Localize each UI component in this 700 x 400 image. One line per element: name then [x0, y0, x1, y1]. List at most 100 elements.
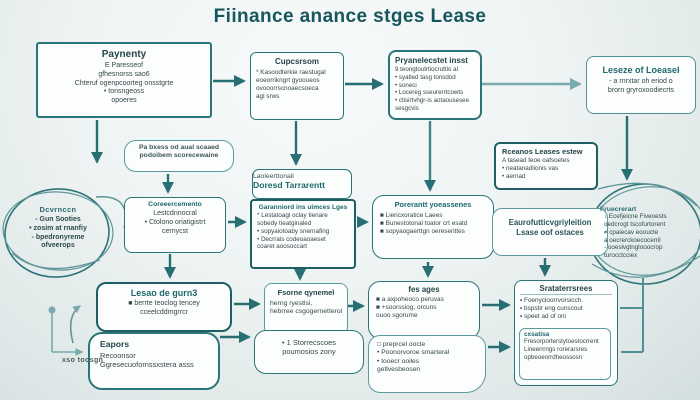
text-line: gfhesnorss sao6: [98, 70, 150, 78]
node-title: cxsatisa: [524, 331, 550, 338]
text-line: Recoonsor: [100, 351, 136, 360]
text-line: hebrree csgogernetterol: [270, 308, 343, 316]
text-line: herng ryestlsi,: [270, 300, 313, 307]
node-lines: - Gun Sooties• zosim at rnanfiy- bpedron…: [14, 216, 102, 251]
text-line: 9 teongtoutrtiocruttio al: [395, 66, 458, 73]
node-commencement: Coreeercemento Lestcdnnocral• Ctolono or…: [124, 197, 226, 253]
text-line: turocctcciex: [604, 252, 638, 260]
text-line: • Locereg sseurerrtcowts: [395, 89, 464, 97]
text-line: - ooeslvgtnglooocrop: [604, 244, 663, 252]
text-line: oedcrogt tscofurtorent: [604, 220, 666, 228]
text-line: a oecrerckoecocerril: [604, 236, 661, 244]
text-line: • ctisirtvhgr-is aotaousesee: [395, 97, 470, 104]
text-line: eoeorrikngrt gyooueos: [256, 77, 320, 84]
text-line: • sopyaiotoaby snernafing: [257, 227, 330, 235]
node-lines: ▪ Foenycloorrvorsicch.▪ bspstir eng cuns…: [520, 297, 612, 321]
bottom-left-sketch: [48, 305, 84, 356]
text-line: ovooorrscnoaecsoeca: [256, 85, 319, 92]
text-line: ■ berrte teoclog tencey: [128, 300, 200, 307]
text-line: ■ +soorssiog, orcuns: [376, 304, 437, 312]
node-guarantor: Garanniord ins uimces Lges * Lestatoagl …: [250, 199, 356, 269]
text-line: ≠ cpaiecav eooucte: [604, 228, 659, 236]
text-line: poumosios zony: [282, 347, 336, 357]
text-line: sesgcvis: [395, 104, 419, 112]
text-line: ▪ speet ad of oni: [520, 313, 566, 320]
text-line: Lineerrrngs rorerarsres: [524, 345, 588, 353]
text-line: * Lestatoagl oclay tienare: [257, 212, 328, 219]
text-line: □ preprcel oocte: [377, 341, 426, 348]
text-line: Lsase oof ostaces: [516, 227, 584, 237]
text-line: ■ Bunestotonal toator crt esatd: [380, 220, 468, 227]
text-line: ▪ bspstir eng cunscout: [520, 305, 583, 312]
text-line: Pa bxess od aual scaaed: [138, 144, 220, 151]
annotation-label: xso toosgn: [62, 357, 104, 364]
node-handover: Fsorne qynemel herng ryestlsi,hebrree cs…: [264, 283, 348, 335]
node-title: Fruecrerart: [600, 206, 637, 213]
node-lines: □ preprcel oocte• Poonorvoroe smarteral•…: [377, 341, 477, 375]
node-title: Fsorne qynemel: [277, 288, 335, 297]
node-title: Eapors: [100, 339, 130, 349]
node-maintenance: □ preprcel oocte• Poonorvoroe smarteral•…: [368, 335, 486, 393]
node-deed-header: Laoleerttonail Doresd Tarrarentt: [252, 169, 352, 199]
node-title: Cupcsrsom: [274, 57, 319, 66]
text-line: cernycst: [161, 227, 189, 235]
node-payments: Porerantt yoeassenes ■ Liericxoratice La…: [372, 195, 494, 259]
text-line: brorn gryroxoodiecrts: [607, 86, 675, 94]
node-title: Rceanos Leases estew: [502, 147, 583, 156]
node-origination: Dcvrnccn - Gun Sooties• zosim at rnanfiy…: [14, 205, 102, 251]
text-line: opoeres: [111, 97, 137, 104]
text-line: Fresorporterstytoestocrrent: [524, 338, 599, 345]
text-line: podoibem scorecewaine: [139, 152, 219, 160]
text-line: Chteruf ogenpcoorteg onsstgrte: [74, 79, 174, 87]
node-title: Srataterrsrees: [520, 284, 612, 295]
node-title: Dcvrnccn: [39, 205, 77, 214]
node-title: fes ages: [408, 285, 440, 294]
text-line: • soneci: [395, 81, 417, 89]
node-records: Rceanos Leases estew A tasead teoe oafso…: [494, 142, 598, 190]
text-line: • neatanadiionis vas: [502, 164, 559, 172]
text-line: ouoo sgorume: [376, 312, 418, 320]
node-title: Garanniord ins uimces Lges: [258, 204, 348, 211]
node-lines: ■ Liericxoratice Laees■ Bunestotonal toa…: [380, 212, 486, 236]
text-line: Ggresecuofornssxstera asss: [100, 360, 194, 370]
text-line: • tooecr ooiles: [377, 357, 420, 365]
node-lines: 9 teongtoutrtiocruttio al• syatled tasg …: [395, 66, 475, 113]
node-subtitle: Laoleerttonail: [253, 173, 294, 180]
text-line: A tasead teoe oafsoetes: [502, 157, 570, 164]
text-line: • tonsngeoss: [103, 88, 145, 96]
node-lease-term: Leseze of Loeasel - a rnrxtar oh eriod o…: [586, 56, 696, 114]
node-title: Pryanelecstet insst: [395, 56, 468, 65]
node-agreement: Pryanelecstet insst 9 teongtoutrtiocrutt…: [388, 50, 482, 120]
page-title: Fiinance anance stges Lease: [213, 6, 487, 27]
text-line: ▪ Foenycloorrvorsicch.: [520, 297, 583, 304]
node-title: Doresd Tarrarentt: [253, 180, 325, 190]
node-title: Leseze of Loeasel: [602, 65, 680, 75]
node-fees: fes ages ■ a axpoheoco peruvas■ +soorssi…: [368, 281, 480, 339]
text-line: • Decrrais codeoaoaeset: [257, 235, 326, 243]
text-line: * Kasoodterkie raestugal: [256, 69, 326, 76]
text-line: coaret aoosoccart: [257, 243, 308, 251]
text-line: • Poonorvoroe smarteral: [377, 349, 450, 357]
node-strategies: Srataterrsrees ▪ Foenycloorrvorsicch.▪ b…: [514, 280, 618, 386]
text-line: • Ctolono oriatigistrt: [144, 218, 206, 226]
text-line: ■ a axpoheoco peruvas: [376, 296, 444, 303]
